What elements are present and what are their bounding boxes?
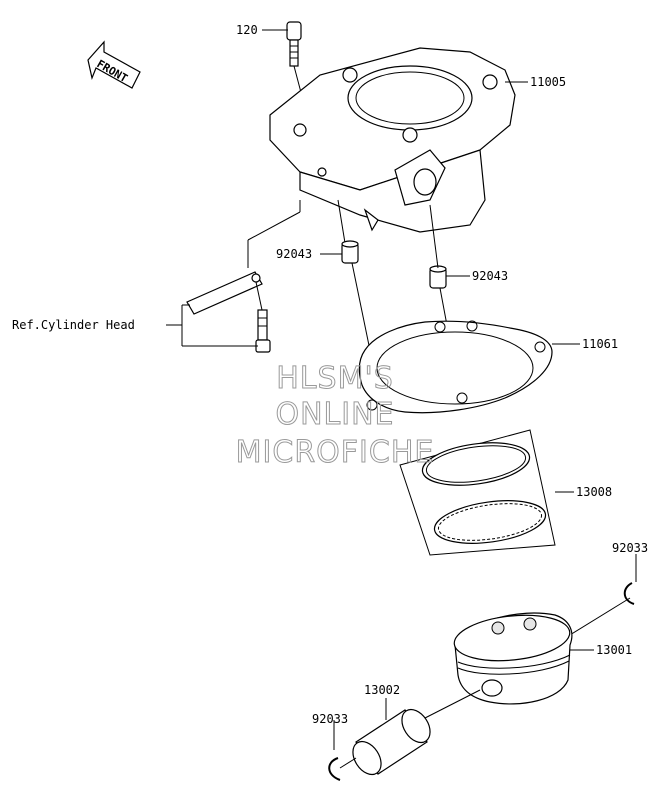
piston-ring-part-top bbox=[421, 442, 531, 486]
piston-pin-label: 13002 bbox=[364, 683, 400, 697]
cylinder-part bbox=[269, 47, 516, 233]
watermark-line-3: MICROFICHE bbox=[236, 435, 435, 470]
piston-part bbox=[453, 612, 573, 705]
piston-label: 13001 bbox=[596, 643, 632, 657]
snap-ring-part-left bbox=[328, 757, 341, 781]
watermark-line-1: HLSM'S bbox=[276, 361, 394, 396]
piston-pin-part bbox=[352, 708, 431, 776]
snap-ring-label-left: 92033 bbox=[312, 712, 348, 726]
watermark-line-2: ONLINE bbox=[275, 397, 394, 432]
snap-ring-label-right: 92033 bbox=[612, 541, 648, 555]
bolt-part bbox=[286, 21, 302, 67]
head-bolt-part bbox=[255, 309, 271, 353]
head-bracket-part bbox=[186, 271, 263, 315]
dowel-pin-label-right: 92043 bbox=[472, 269, 508, 283]
dowel-pin-part-right bbox=[429, 265, 447, 289]
dowel-pin-part-left bbox=[341, 240, 359, 264]
cylinder-gasket-label: 11061 bbox=[582, 337, 618, 351]
snap-ring-part-right bbox=[623, 582, 635, 605]
dowel-pin-label-left: 92043 bbox=[276, 247, 312, 261]
watermark: HLSM'S ONLINE MICROFICHE bbox=[235, 361, 435, 471]
piston-ring-part-bottom bbox=[433, 500, 547, 544]
ref-cylinder-head-label: Ref.Cylinder Head bbox=[12, 318, 135, 332]
cylinder-label: 11005 bbox=[530, 75, 566, 89]
piston-ring-set-label: 13008 bbox=[576, 485, 612, 499]
bolt-label: 120 bbox=[236, 23, 258, 37]
cylinder-gasket-part bbox=[358, 320, 553, 414]
front-arrow-icon: FRONT bbox=[87, 40, 141, 89]
